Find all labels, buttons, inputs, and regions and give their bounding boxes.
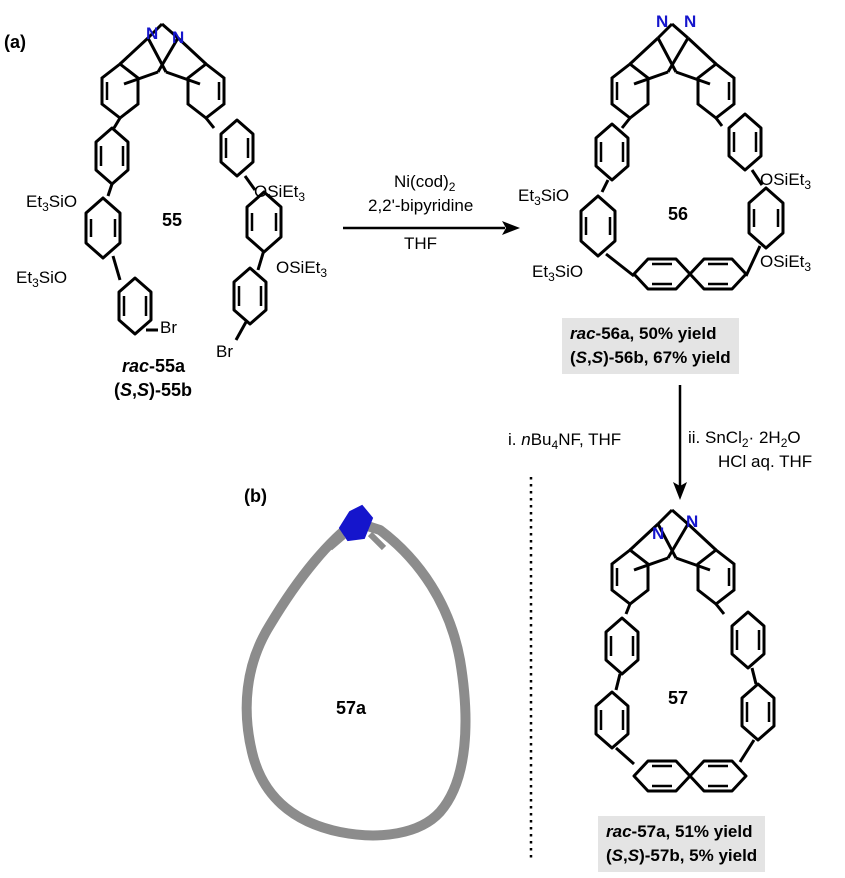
- yield-rac-56a: rac-56a, 50% yield: [570, 324, 717, 343]
- reagent-nbu4nf: i. nBu4NF, THF: [508, 430, 622, 452]
- substituent-osiet3: OSiEt3: [276, 258, 328, 280]
- substituent-osiet3: OSiEt3: [760, 252, 812, 274]
- molecule-56: [579, 22, 785, 291]
- compound-label-56: 56: [668, 204, 689, 224]
- reagent-sncl2: ii. SnCl2· 2H2O: [688, 428, 801, 450]
- substituent-et3sio: Et3SiO: [26, 192, 78, 214]
- label-rac-55a: rac-55a: [122, 356, 186, 376]
- reaction-arrow-2: [673, 385, 687, 500]
- substituent-et3sio: Et3SiO: [532, 262, 584, 284]
- yield-ss-56b: (S,S)-56b, 67% yield: [570, 348, 731, 367]
- reagent-nicod2: Ni(cod)2: [394, 172, 456, 194]
- yield-ss-57b: (S,S)-57b, 5% yield: [606, 846, 758, 865]
- substituent-osiet3: OSiEt3: [254, 182, 306, 204]
- panel-label-a: (a): [4, 32, 26, 52]
- reagent-bipyridine: 2,2'-bipyridine: [368, 196, 474, 215]
- substituent-br: Br: [160, 318, 177, 337]
- reagent-hcl: HCl aq. THF: [718, 452, 813, 471]
- molecule-57: [594, 508, 776, 793]
- nitrogen-label: N: [652, 524, 665, 543]
- reagent-thf: THF: [404, 234, 438, 253]
- substituent-osiet3: OSiEt3: [760, 170, 812, 192]
- yield-box-57: rac-57a, 51% yield (S,S)-57b, 5% yield: [598, 816, 766, 872]
- nitrogen-label: N: [686, 512, 699, 531]
- panel-label-b: (b): [244, 486, 267, 506]
- substituent-et3sio: Et3SiO: [16, 268, 68, 290]
- reaction-arrow-1: [343, 221, 520, 235]
- nitrogen-label: N: [172, 28, 185, 47]
- label-ss-55b: (S,S)-55b: [114, 380, 193, 400]
- substituent-br: Br: [216, 342, 233, 361]
- nitrogen-label: N: [146, 24, 159, 43]
- compound-label-55: 55: [162, 210, 183, 230]
- nitrogen-label: N: [656, 12, 669, 31]
- crystal-structure-57a: [241, 504, 471, 841]
- nitrogen-label: N: [684, 12, 697, 31]
- yield-rac-57a: rac-57a, 51% yield: [606, 822, 753, 841]
- molecule-55: [84, 22, 283, 341]
- compound-label-57a: 57a: [336, 698, 367, 718]
- yield-box-56: rac-56a, 50% yield (S,S)-56b, 67% yield: [562, 318, 739, 374]
- substituent-et3sio: Et3SiO: [518, 186, 570, 208]
- compound-label-57: 57: [668, 688, 689, 708]
